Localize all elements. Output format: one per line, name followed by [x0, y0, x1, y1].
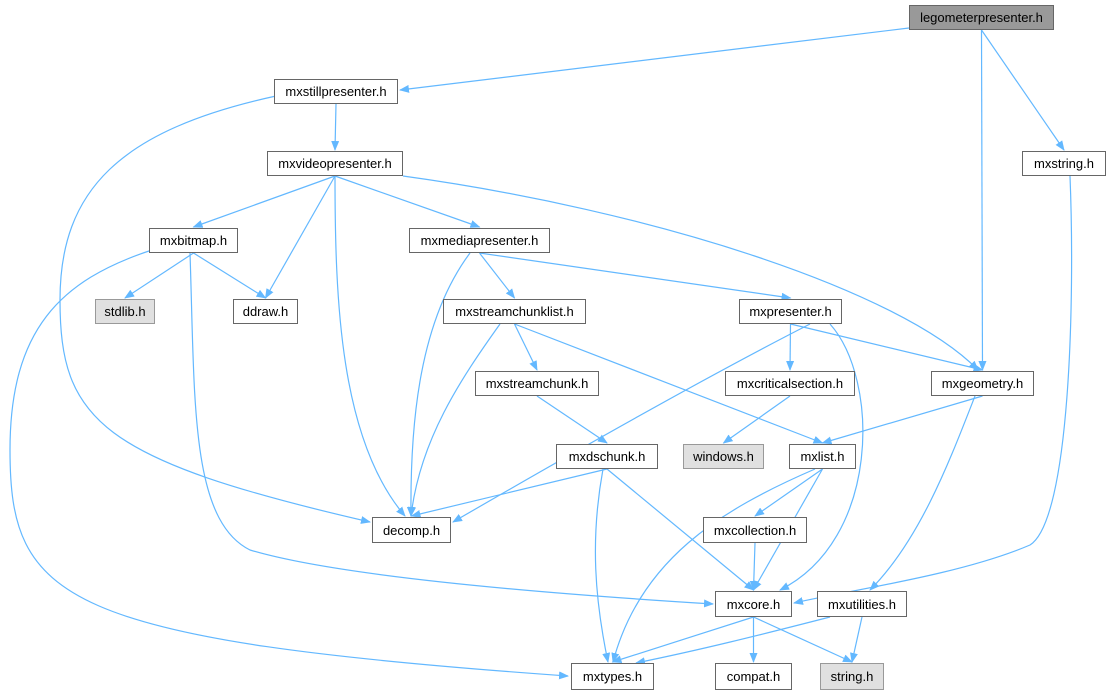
node-mxtypes[interactable]: mxtypes.h [571, 663, 654, 690]
node-mxstillpresenter[interactable]: mxstillpresenter.h [274, 79, 398, 104]
node-label: mxvideopresenter.h [278, 156, 392, 171]
node-mxcriticalsection[interactable]: mxcriticalsection.h [725, 371, 855, 396]
edge-mxvideopresenter-to-mxgeometry [402, 175, 979, 371]
node-mxstring[interactable]: mxstring.h [1022, 151, 1106, 176]
node-label: mxstring.h [1034, 156, 1094, 171]
node-label: mxpresenter.h [749, 304, 832, 319]
edge-mxgeometry-to-mxlist [821, 395, 983, 445]
edge-mxcollection-to-mxcore [749, 542, 758, 591]
node-mxdschunk[interactable]: mxdschunk.h [556, 444, 658, 469]
node-label: mxstreamchunk.h [485, 376, 589, 391]
edge-mxstreamchunk-to-mxdschunk [536, 395, 608, 444]
edge-mxvideopresenter-to-ddraw [264, 175, 336, 299]
node-label: mxmediapresenter.h [420, 233, 539, 248]
edge-mxpresenter-to-decomp [452, 323, 811, 523]
edge-mxdschunk-to-decomp [410, 468, 608, 518]
node-mxcollection[interactable]: mxcollection.h [703, 517, 807, 543]
node-label: mxstreamchunklist.h [455, 304, 574, 319]
edge-legometerpresenter-to-mxstring [981, 29, 1065, 151]
node-label: legometerpresenter.h [920, 10, 1043, 25]
edge-mxcriticalsection-to-windows [722, 395, 791, 444]
edge-mxstreamchunklist-to-mxstreamchunk [513, 323, 538, 371]
node-label: compat.h [726, 669, 781, 684]
edge-mxbitmap-to-mxcore [189, 252, 714, 608]
node-label: mxcriticalsection.h [736, 376, 844, 391]
edge-mxmediapresenter-to-mxstreamchunklist [479, 252, 516, 299]
edge-mxmediapresenter-to-mxpresenter [479, 252, 792, 301]
node-decomp[interactable]: decomp.h [372, 517, 451, 543]
node-string[interactable]: string.h [820, 663, 884, 690]
node-label: mxgeometry.h [941, 376, 1024, 391]
edge-mxvideopresenter-to-mxmediapresenter [334, 175, 481, 228]
node-mxstreamchunklist[interactable]: mxstreamchunklist.h [443, 299, 586, 324]
node-legometerpresenter[interactable]: legometerpresenter.h [909, 5, 1054, 30]
edge-mxgeometry-to-mxutilities [869, 395, 976, 591]
node-stdlib[interactable]: stdlib.h [95, 299, 155, 324]
node-label: mxcore.h [726, 596, 781, 612]
node-label: mxdschunk.h [568, 449, 646, 464]
edge-legometerpresenter-to-mxstillpresenter [399, 27, 910, 93]
edge-mxcore-to-mxtypes [611, 616, 754, 664]
edge-mxbitmap-to-stdlib [124, 252, 194, 299]
node-mxpresenter[interactable]: mxpresenter.h [739, 299, 842, 324]
edge-mxdschunk-to-mxcore [606, 468, 755, 591]
node-mxcore[interactable]: mxcore.h [715, 591, 792, 617]
node-label: mxlist.h [800, 449, 845, 464]
edge-mxbitmap-to-mxtypes [9, 249, 569, 680]
node-label: mxutilities.h [828, 596, 896, 612]
node-label: mxstillpresenter.h [285, 84, 387, 99]
node-label: mxtypes.h [582, 669, 643, 684]
node-label: mxbitmap.h [159, 233, 228, 248]
node-label: stdlib.h [104, 304, 146, 319]
edge-mxutilities-to-string [850, 616, 863, 663]
edge-legometerpresenter-to-mxgeometry [978, 29, 987, 371]
edge-mxutilities-to-mxtypes [635, 616, 831, 666]
edge-mxpresenter-to-mxcriticalsection [786, 323, 795, 371]
node-mxbitmap[interactable]: mxbitmap.h [149, 228, 238, 253]
node-compat[interactable]: compat.h [715, 663, 792, 690]
edge-mxstreamchunklist-to-decomp [408, 323, 501, 517]
node-label: string.h [830, 669, 874, 684]
edge-mxpresenter-to-mxcore [779, 323, 864, 591]
edge-mxdschunk-to-mxtypes [594, 468, 611, 663]
edge-mxvideopresenter-to-decomp [334, 175, 406, 517]
node-label: mxcollection.h [713, 522, 797, 538]
edge-mxbitmap-to-ddraw [193, 252, 267, 299]
edge-mxpresenter-to-mxgeometry [790, 323, 984, 372]
edge-mxstreamchunklist-to-mxlist [514, 323, 824, 444]
edge-mxstillpresenter-to-mxvideopresenter [331, 103, 340, 151]
edge-mxcore-to-string [753, 616, 853, 663]
node-label: ddraw.h [242, 304, 289, 319]
node-label: decomp.h [382, 522, 441, 538]
node-mxmediapresenter[interactable]: mxmediapresenter.h [409, 228, 550, 253]
node-mxvideopresenter[interactable]: mxvideopresenter.h [267, 151, 403, 176]
node-mxstreamchunk[interactable]: mxstreamchunk.h [475, 371, 599, 396]
node-mxutilities[interactable]: mxutilities.h [817, 591, 907, 617]
node-mxlist[interactable]: mxlist.h [789, 444, 856, 469]
node-windows[interactable]: windows.h [683, 444, 764, 469]
edge-mxvideopresenter-to-mxbitmap [192, 175, 336, 228]
edge-mxstring-to-mxcore [793, 175, 1073, 605]
node-mxgeometry[interactable]: mxgeometry.h [931, 371, 1034, 396]
node-ddraw[interactable]: ddraw.h [233, 299, 298, 324]
node-label: windows.h [693, 449, 754, 464]
edge-mxstillpresenter-to-decomp [59, 95, 371, 524]
edge-mxmediapresenter-to-decomp [406, 252, 471, 517]
edge-mxlist-to-mxtypes [611, 468, 816, 663]
edge-mxlist-to-mxcollection [754, 468, 823, 517]
